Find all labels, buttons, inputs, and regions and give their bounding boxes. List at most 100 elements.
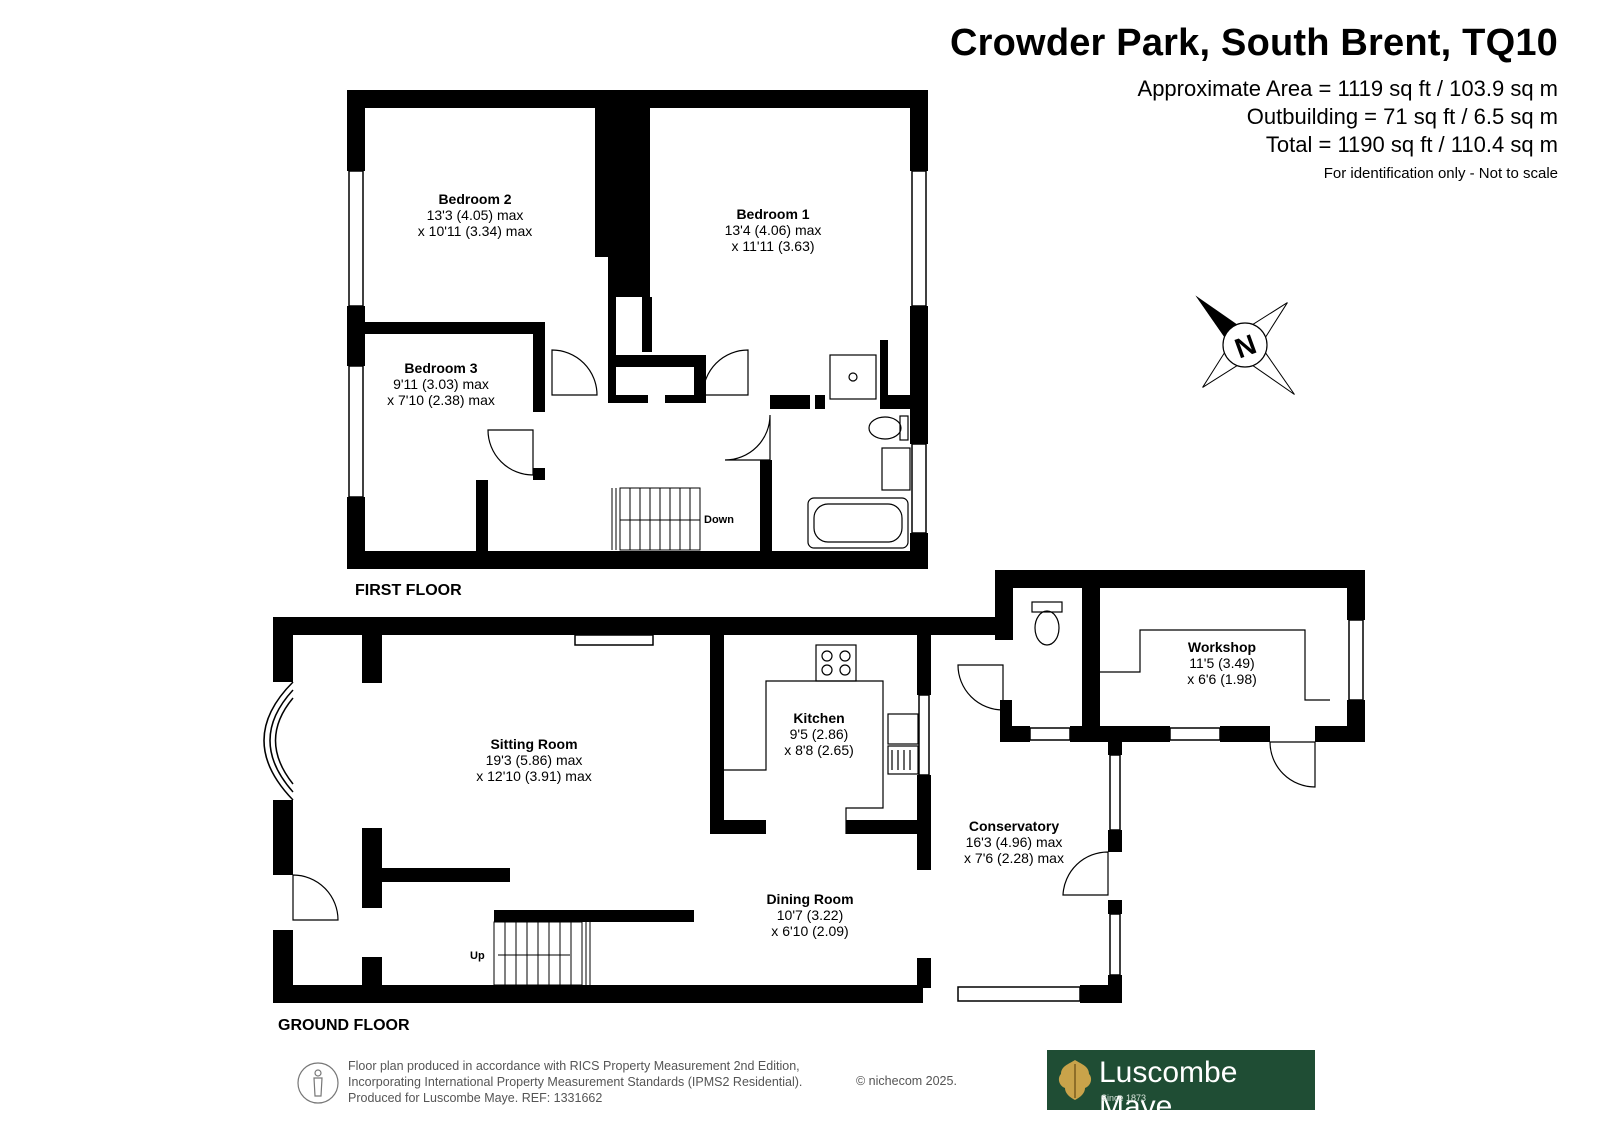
bath [807,497,909,549]
room-dim: x 7'6 (2.28) max [964,850,1064,866]
room-dim: x 12'10 (3.91) max [476,768,592,784]
ff-wall-bath-top-r [880,395,928,409]
footnote-line: Incorporating International Property Mea… [348,1075,803,1089]
room-name: Bedroom 1 [736,206,810,222]
room-dim: x 8'8 (2.65) [784,742,854,758]
gf-wall-work-bottom-r [1220,726,1270,742]
ff-wall-right-c [910,533,928,569]
person-icon [297,1062,339,1104]
door-bed2 [551,349,598,396]
gf-wall-wc-lower [1000,700,1012,742]
room-dim: 16'3 (4.96) max [965,834,1063,850]
gf-wall-work-bottom-rr [1315,726,1365,742]
room-dim: x 6'6 (1.98) [1187,671,1257,687]
room-name: Sitting Room [490,736,578,752]
gf-wall-outb-right-a [1347,570,1365,620]
door-cons [1062,851,1109,896]
ff-chimney-lower [608,257,650,297]
room-dim: 19'3 (5.86) max [485,752,583,768]
ff-wall-cup-bottom-r [665,395,706,403]
window-bath [911,443,927,534]
disclaimer: For identification only - Not to scale [1323,165,1558,182]
window-work-bottom [1169,727,1221,741]
gf-wall-wc-right [1082,570,1100,735]
room-dim: 13'4 (4.06) max [724,222,822,238]
ff-wall-landing-cup [608,355,706,367]
room-bedroom-1: Bedroom 1 13'4 (4.06) max x 11'11 (3.63) [725,206,822,254]
stairs-up-label: Up [470,950,485,962]
gf-wall-cons-right-a [1108,735,1122,755]
room-bedroom-2: Bedroom 2 13'3 (4.05) max x 10'11 (3.34)… [418,191,532,239]
ff-wall-left-a [347,90,365,171]
gf-wall-kitchen-left [710,617,724,832]
oak-leaf-icon [1058,1060,1092,1100]
bay-window [263,681,294,801]
window-cons-right-b [1109,913,1121,976]
door-bed3 [487,429,534,476]
room-workshop: Workshop 11'5 (3.49) x 6'6 (1.98) [1187,639,1257,687]
ff-wall-left-b [347,306,365,366]
ff-wall-stair-top [476,480,486,490]
window-cons-right-a [1109,754,1121,831]
ff-wall-bed3-right [533,322,545,412]
window-work-right [1348,619,1364,701]
window-bed2 [348,170,364,307]
ff-wall-right-a [910,90,928,171]
gf-wall-cons-right-d [1108,975,1122,1003]
copyright: © nichecom 2025. [856,1074,957,1088]
window-wc [1029,727,1071,741]
room-name: Dining Room [766,891,854,907]
ff-chimney-breast [595,90,650,257]
window-bed3 [348,365,364,498]
gf-wall-sit-bottom [362,868,510,882]
room-dim: x 6'10 (2.09) [771,923,849,939]
gf-wall-cons-right-c [1108,900,1122,914]
sink [887,713,919,745]
ff-wall-shower-r [880,340,888,406]
window-bed1 [911,170,927,307]
ff-wall-cup-bottom [608,395,648,403]
room-dim: 9'5 (2.86) [789,726,849,742]
room-bedroom-3: Bedroom 3 9'11 (3.03) max x 7'10 (2.38) … [387,360,495,408]
ff-wall-landing-cup-r [694,355,706,400]
door-bath [724,414,771,461]
room-dim: x 11'11 (3.63) [731,238,815,254]
room-dining: Dining Room 10'7 (3.22) x 6'10 (2.09) [766,891,853,939]
room-dim: 10'7 (3.22) [776,907,844,923]
ff-wall-bed1-bottom [815,395,825,409]
door-bed1 [702,349,749,396]
gf-wall-left-b [273,800,293,875]
room-dim: 13'3 (4.05) max [426,207,524,223]
gf-wall-left-c [273,930,293,1003]
gf-wall-kitchen-bot-r [846,820,931,834]
ff-wall-bed3-top [347,322,545,334]
gf-wall-cons-pier [917,958,931,988]
compass-icon [1195,295,1295,395]
room-conservatory: Conservatory 16'3 (4.96) max x 7'6 (2.28… [964,818,1064,866]
page-title: Crowder Park, South Brent, TQ10 [950,22,1558,64]
stairs-down-label: Down [704,514,734,526]
ff-wall-cupboard-right [642,297,652,352]
toilet-first [868,416,902,440]
room-dim: 9'11 (3.03) max [393,376,489,392]
ff-wall-cupboard-left [608,297,616,400]
door-workshop [1269,741,1316,788]
room-dim: x 10'11 (3.34) max [417,223,533,239]
room-name: Kitchen [793,710,845,726]
hob [815,644,857,682]
first-floor-label: FIRST FLOOR [355,582,462,599]
room-kitchen: Kitchen 9'5 (2.86) x 8'8 (2.65) [784,710,854,758]
shower-tray [829,354,877,400]
gf-wall-hall-pier [362,957,382,1003]
brand-since: Since 1873 [1101,1093,1147,1103]
stairs-ground-floor [493,921,591,986]
ff-wall-bed3-right-b [533,468,545,480]
gf-wall-left-a [273,617,293,682]
gf-wall-outb-top [995,570,1365,588]
gf-wall-kitchen-bot-l [710,820,766,834]
gf-wall-kitchen-right-b [917,775,931,870]
room-name: Bedroom 2 [438,191,512,207]
room-dim: 11'5 (3.49) [1189,655,1255,671]
room-name: Bedroom 3 [404,360,478,376]
gf-wall-cons-right-b [1108,830,1122,852]
